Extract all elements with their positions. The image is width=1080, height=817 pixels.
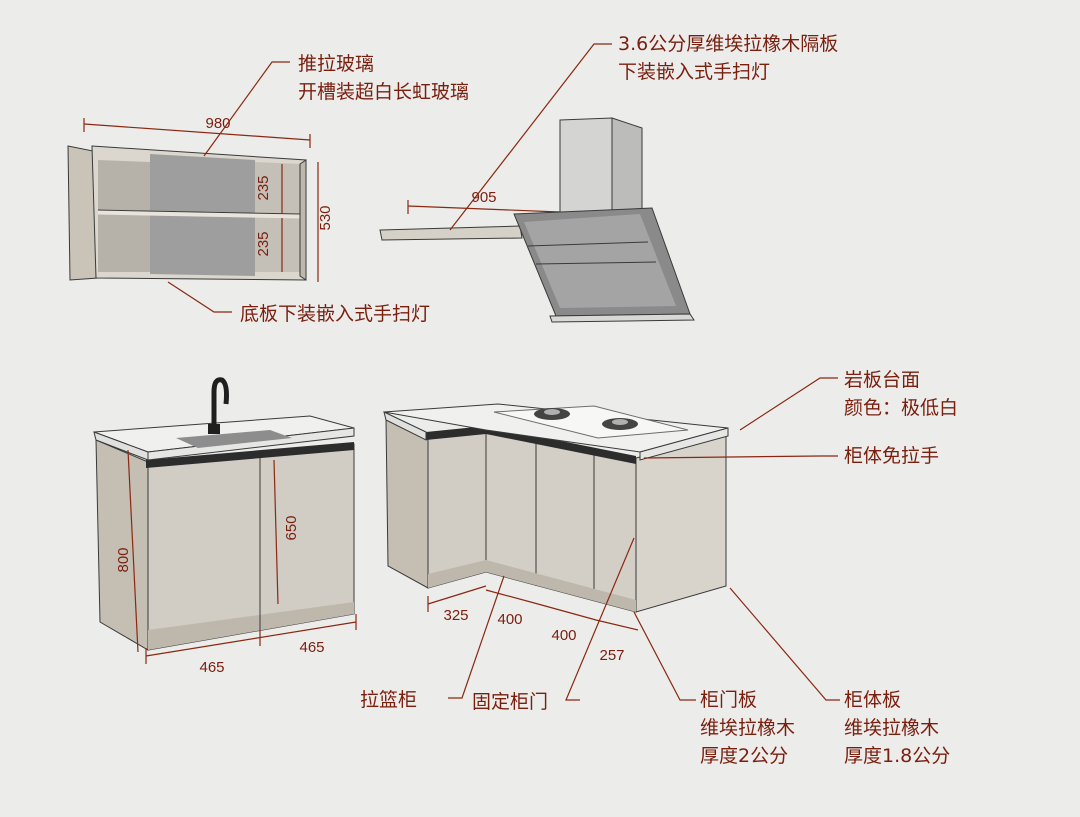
- label-door-panel: 柜门板 维埃拉橡木 厚度2公分: [700, 686, 795, 770]
- label-shelf: 3.6公分厚维埃拉橡木隔板 下装嵌入式手扫灯: [618, 30, 838, 86]
- gas-burner-icon: [493, 405, 689, 439]
- label-shelf-line2: 下装嵌入式手扫灯: [618, 61, 771, 83]
- dim-shelf-bottom: 235: [255, 231, 272, 256]
- label-body-panel-line1: 柜体板: [844, 689, 902, 711]
- label-door-panel-line3: 厚度2公分: [700, 745, 789, 767]
- dim-corner-400a: 400: [497, 611, 522, 628]
- leader-lines: [167, 43, 840, 701]
- open-shelf: [379, 225, 523, 241]
- dim-corner-257: 257: [599, 647, 624, 664]
- label-body-panel-line3: 厚度1.8公分: [844, 745, 951, 767]
- label-basket: 拉篮柜: [360, 689, 418, 711]
- dim-sink-width-left: 465: [199, 659, 224, 676]
- dim-corner-400b: 400: [551, 627, 576, 644]
- faucet-icon: [208, 377, 229, 434]
- wall-cabinet-dimensions: 980 530 235 235: [83, 115, 334, 282]
- dim-sink-width-right: 465: [299, 639, 324, 656]
- dim-sink-door-height: 650: [283, 515, 300, 540]
- sink-basin: [176, 430, 292, 448]
- label-body-panel: 柜体板 维埃拉橡木 厚度1.8公分: [844, 686, 950, 770]
- wall-cabinet: [67, 145, 307, 281]
- dim-shelf-top: 235: [255, 175, 272, 200]
- label-bottom-light: 底板下装嵌入式手扫灯: [240, 303, 431, 325]
- label-countertop-line2: 颜色：极低白: [844, 397, 959, 419]
- label-shelf-line1: 3.6公分厚维埃拉橡木隔板: [618, 33, 839, 55]
- label-sliding-glass-line2: 开槽装超白长虹玻璃: [298, 81, 470, 103]
- label-countertop: 岩板台面 颜色：极低白: [844, 366, 958, 422]
- dim-shelf: 905: [407, 189, 561, 214]
- range-hood-icon: [513, 117, 695, 323]
- dim-sink-height: 800: [115, 547, 132, 572]
- sink-cabinet-dimensions: 800 650 465 465: [115, 449, 357, 676]
- label-body-panel-line2: 维埃拉橡木: [844, 717, 940, 739]
- label-handleless: 柜体免拉手: [844, 445, 940, 467]
- dim-wall-width: 980: [205, 115, 230, 132]
- sink-cabinet: [93, 377, 355, 651]
- label-fixed-door: 固定柜门: [472, 691, 549, 713]
- corner-cabinet-dimensions: 325 400 400 257: [427, 585, 639, 664]
- label-door-panel-line2: 维埃拉橡木: [700, 717, 796, 739]
- dim-wall-height: 530: [317, 205, 334, 230]
- corner-cabinet: [383, 403, 729, 613]
- label-sliding-glass: 推拉玻璃 开槽装超白长虹玻璃: [298, 50, 469, 106]
- label-sliding-glass-line1: 推拉玻璃: [298, 53, 375, 75]
- label-countertop-line1: 岩板台面: [844, 369, 921, 391]
- dim-corner-325: 325: [443, 607, 468, 624]
- label-door-panel-line1: 柜门板: [700, 689, 758, 711]
